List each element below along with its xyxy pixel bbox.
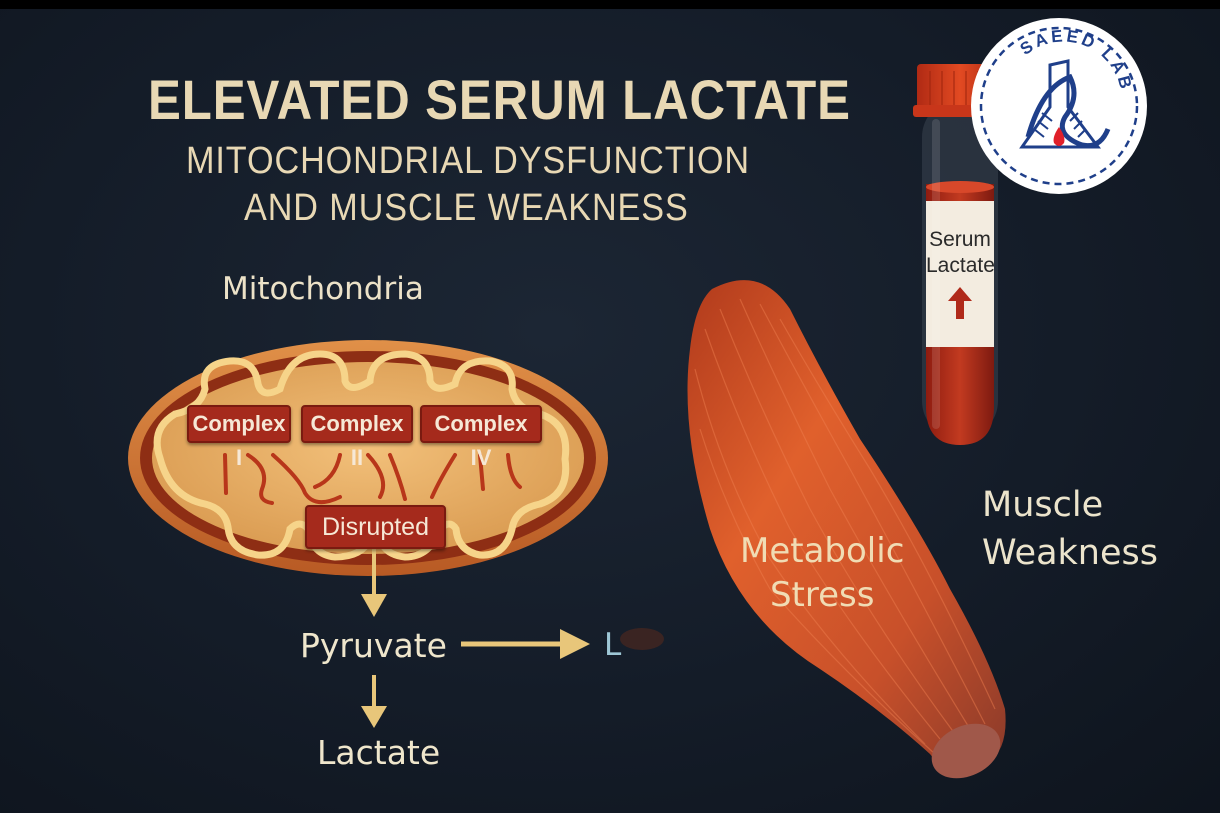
muscle-weakness-line-2: Weakness — [982, 533, 1158, 573]
truncated-l-label: L — [604, 627, 622, 663]
complex-iv-box: Complex IV — [420, 405, 542, 470]
muscle-weakness-label: Muscle Weakness — [982, 481, 1158, 577]
faded-smudge — [620, 628, 664, 650]
tube-label-line-2: Lactate — [926, 254, 995, 277]
metabolic-stress-label: Metabolic Stress — [740, 529, 904, 617]
subtitle-line-1: MITOCHONDRIAL DYSFUNCTION — [186, 140, 751, 182]
subtitle-line-2: AND MUSCLE WEAKNESS — [244, 187, 689, 229]
complex-i-box: Complex I — [187, 405, 291, 470]
pathway-arrows — [361, 547, 590, 728]
saeed-lab-logo: SAEED LAB — [970, 17, 1148, 195]
metabolic-stress-line-2: Stress — [769, 575, 875, 615]
arrowhead-right-icon — [560, 629, 590, 659]
lactate-label: Lactate — [317, 733, 441, 772]
tube-label-line-1: Serum — [929, 228, 991, 251]
illustration-layer — [128, 64, 1007, 779]
tendon-end — [931, 723, 1001, 779]
arrowhead-down-icon — [361, 594, 387, 617]
metabolic-stress-line-1: Metabolic — [740, 531, 905, 571]
logo-emblem: SAEED LAB — [971, 18, 1147, 194]
up-arrow-icon — [948, 287, 972, 319]
blood-drop-icon — [1053, 127, 1065, 146]
arrowhead-down-icon — [361, 706, 387, 728]
disrupted-box: Disrupted — [305, 505, 446, 549]
pyruvate-label: Pyruvate — [300, 626, 447, 665]
muscle-weakness-line-1: Muscle — [982, 485, 1104, 525]
main-title: ELEVATED SERUM LACTATE — [148, 68, 851, 131]
serum-lactate-tube-label: Serum Lactate — [926, 209, 995, 349]
protein-strands — [223, 453, 522, 505]
infographic-canvas: ELEVATED SERUM LACTATE MITOCHONDRIAL DYS… — [0, 9, 1220, 813]
mitochondria-label: Mitochondria — [222, 271, 424, 307]
blood-test-tube — [913, 64, 1007, 445]
complex-ii-box: Complex II — [301, 405, 413, 470]
tube-label-sticker — [926, 201, 994, 347]
muscle-illustration — [687, 280, 1006, 779]
